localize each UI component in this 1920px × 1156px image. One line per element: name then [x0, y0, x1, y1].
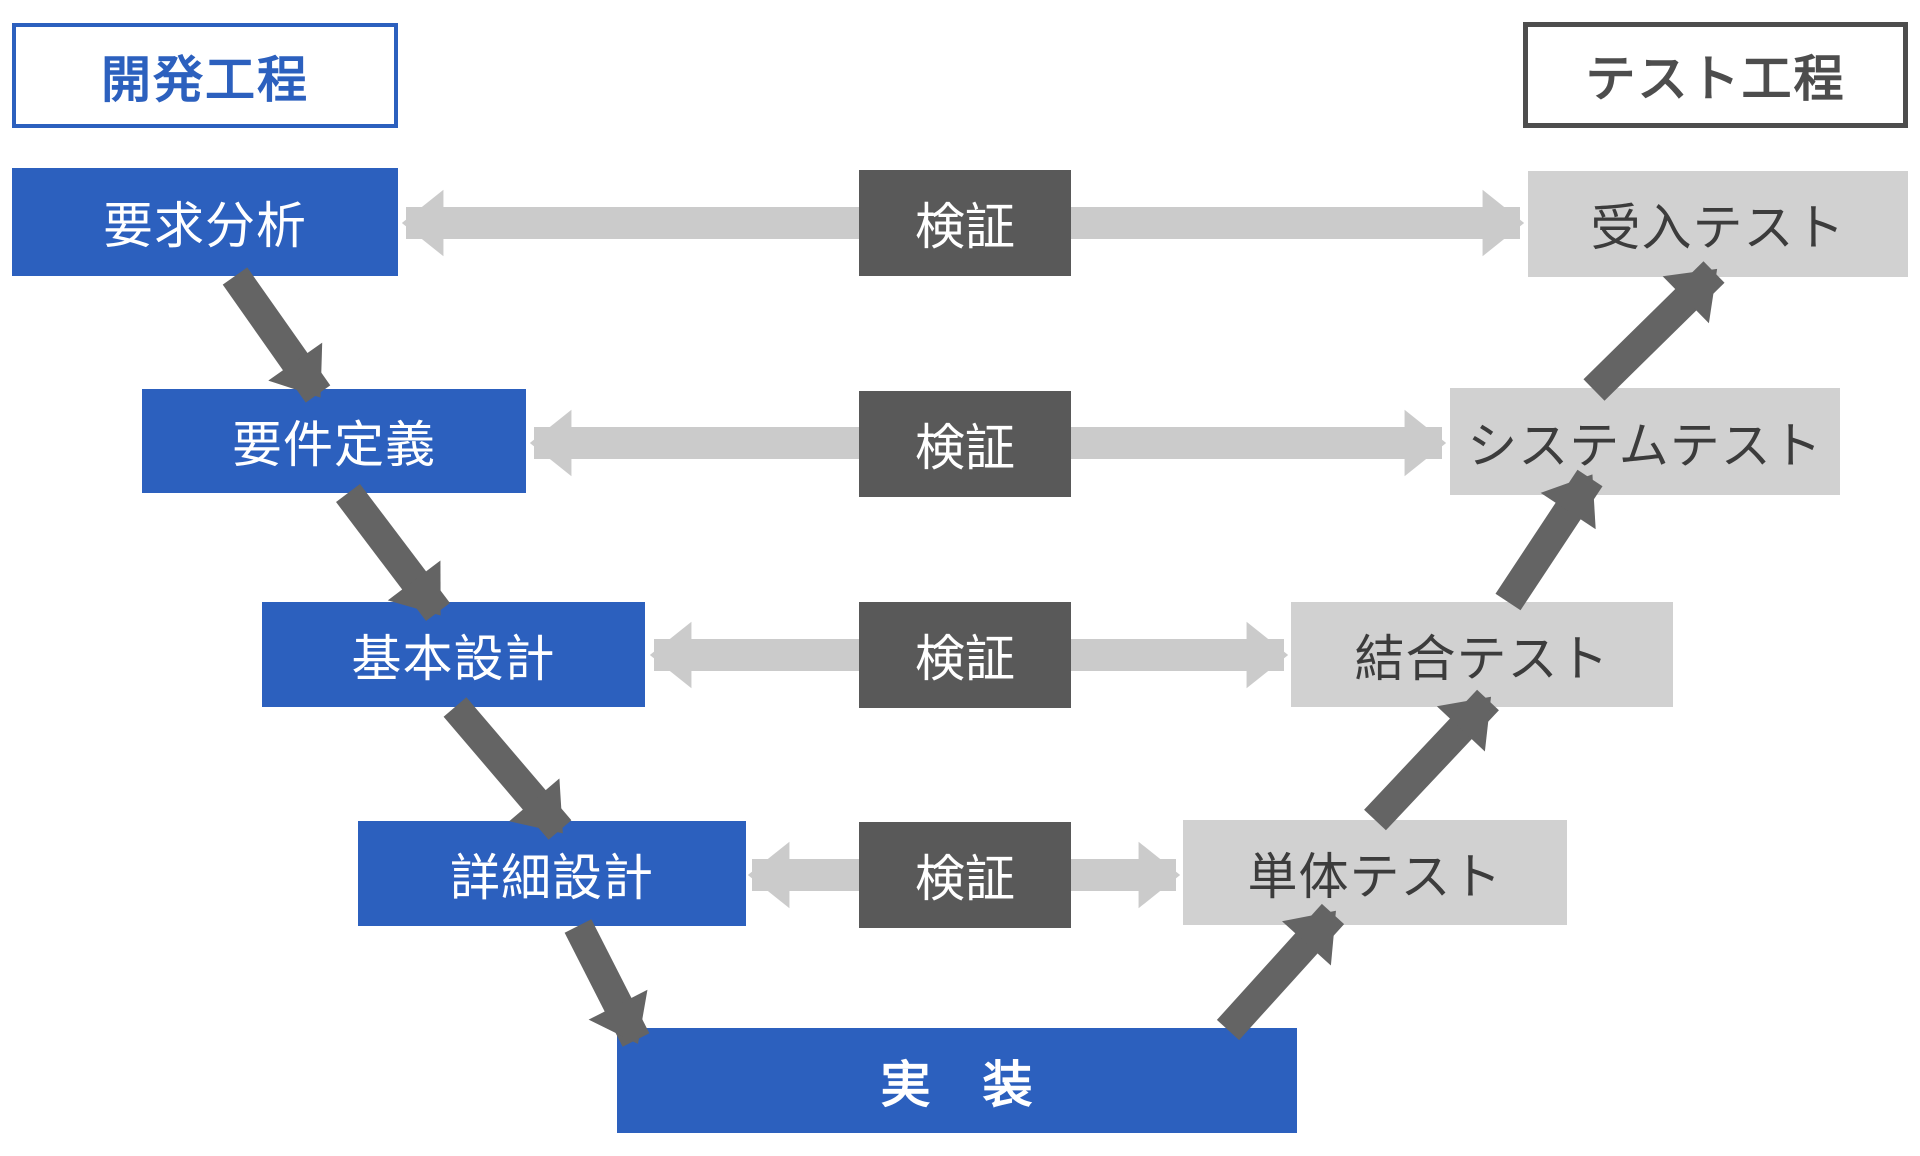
flow-arrow-analysis-to-definition [222, 267, 331, 403]
flow-arrow-basic-to-detailed-design [443, 697, 572, 840]
verification-box-row2: 検証 [859, 391, 1071, 497]
flow-arrow-detailed-design-to-implementation [564, 919, 650, 1047]
verification-box-row1: 検証 [859, 170, 1071, 276]
flow-arrow-system-to-acceptance-test [1583, 261, 1725, 401]
stage-requirements-definition: 要件定義 [142, 389, 526, 493]
flow-arrow-implementation-to-unit-test [1216, 903, 1345, 1041]
stage-acceptance-test: 受入テスト [1528, 171, 1908, 277]
stage-basic-design: 基本設計 [262, 602, 645, 707]
stage-implementation: 実 装 [617, 1028, 1297, 1133]
flow-arrow-integration-to-system-test [1495, 469, 1603, 611]
stage-system-test: システムテスト [1450, 388, 1840, 495]
flow-arrow-definition-to-basic-design [336, 483, 450, 622]
flow-arrow-unit-to-integration-test [1364, 689, 1499, 831]
verification-box-row4: 検証 [859, 822, 1071, 928]
verification-box-row3: 検証 [859, 602, 1071, 708]
stage-unit-test: 単体テスト [1183, 820, 1567, 925]
stage-requirements-analysis: 要求分析 [12, 168, 398, 276]
stage-integration-test: 結合テスト [1291, 602, 1673, 707]
test-process-header: テスト工程 [1523, 22, 1908, 128]
stage-detailed-design: 詳細設計 [358, 821, 746, 926]
dev-process-header: 開発工程 [12, 23, 398, 128]
